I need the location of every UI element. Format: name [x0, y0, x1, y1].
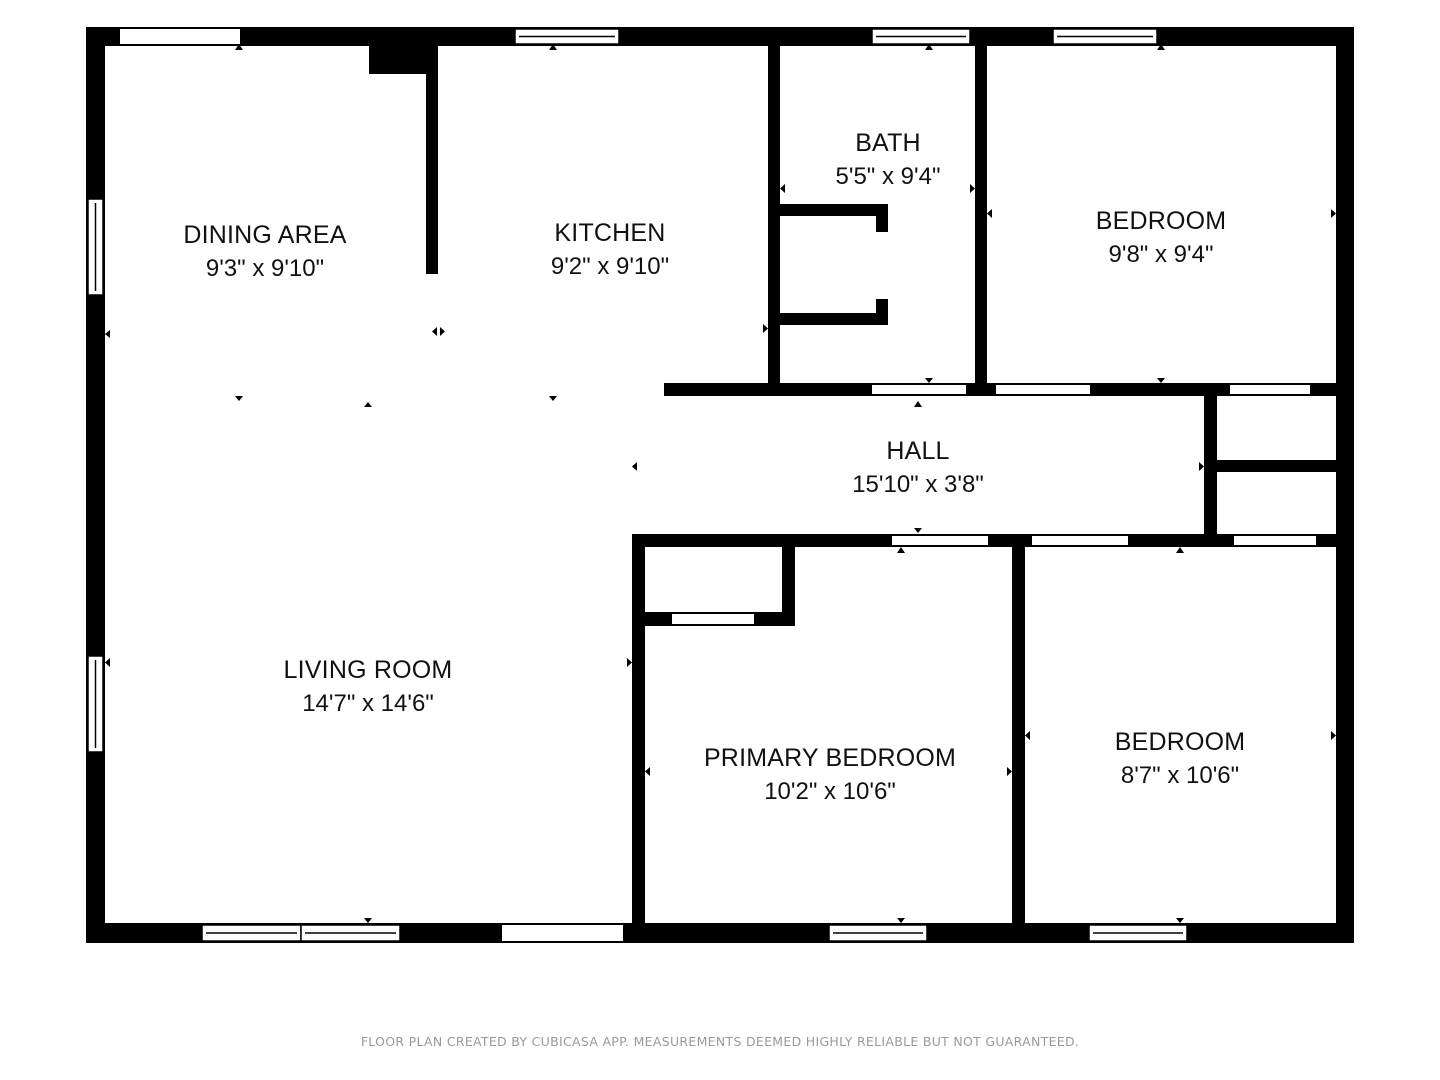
window [871, 28, 971, 45]
primary-closet-wall-vertical [782, 534, 795, 626]
kitchen-label: KITCHEN 9'2" x 9'10" [551, 219, 669, 280]
marker [1157, 44, 1165, 50]
bath-fixture-upper [780, 204, 888, 216]
bedroom-1-label: BEDROOM 9'8" x 9'4" [1096, 207, 1227, 268]
marker [1331, 731, 1336, 740]
exterior-wall-top [86, 27, 1354, 46]
room-name: PRIMARY BEDROOM [704, 744, 956, 772]
window [300, 924, 401, 942]
marker [235, 396, 243, 401]
room-name: HALL [886, 437, 949, 465]
closet-wall-horizontal [1204, 460, 1336, 472]
disclaimer-footer: FLOOR PLAN CREATED BY CUBICASA APP. MEAS… [360, 1034, 1080, 1049]
marker [1331, 209, 1336, 218]
marker [925, 44, 933, 50]
marker [914, 528, 922, 533]
marker [235, 44, 243, 50]
marker [1007, 767, 1012, 776]
marker [632, 462, 637, 471]
room-labels: DINING AREA 9'3" x 9'10" KITCHEN 9'2" x … [183, 129, 1245, 805]
room-name: BATH [855, 129, 921, 157]
window [1088, 924, 1188, 942]
marker [1025, 731, 1030, 740]
bath-fixture-lower-stub [876, 299, 888, 325]
marker [440, 327, 445, 336]
exterior-wall-bottom [86, 923, 1354, 943]
marker [105, 658, 110, 667]
living-primary-wall [632, 534, 645, 943]
bath-fixture-lower [780, 313, 888, 325]
door-opening [1032, 536, 1128, 545]
room-name: BEDROOM [1096, 207, 1227, 235]
bath-bedroom-wall [975, 44, 987, 396]
bath-fixture-upper-stub [876, 204, 888, 232]
marker [105, 330, 110, 338]
dining-kitchen-wall [426, 44, 438, 274]
door-openings [120, 29, 1316, 941]
marker [549, 396, 557, 401]
door-opening [1230, 385, 1310, 394]
primary-bedroom-label: PRIMARY BEDROOM 10'2" x 10'6" [704, 744, 956, 805]
door-opening [892, 536, 988, 545]
room-size: 14'7" x 14'6" [302, 690, 434, 717]
room-name: BEDROOM [1115, 728, 1246, 756]
marker [432, 327, 437, 336]
window [514, 28, 620, 45]
marker [970, 184, 975, 193]
door-opening [502, 925, 623, 941]
dining-area-label: DINING AREA 9'3" x 9'10" [183, 221, 346, 282]
exterior-wall-right [1336, 27, 1354, 943]
bedroom-2-label: BEDROOM 8'7" x 10'6" [1115, 728, 1246, 789]
marker [1176, 918, 1184, 923]
room-size: 8'7" x 10'6" [1121, 762, 1239, 789]
walls [86, 27, 1354, 943]
primary-bedroom-wall [1012, 534, 1025, 943]
window [1052, 28, 1158, 45]
marker [987, 209, 992, 218]
windows [87, 28, 1188, 942]
room-name: LIVING ROOM [284, 656, 453, 684]
marker [364, 402, 372, 407]
marker [897, 547, 905, 553]
room-size: 9'8" x 9'4" [1109, 241, 1214, 268]
window [87, 655, 104, 753]
kitchen-bath-wall [768, 44, 780, 396]
window [201, 924, 302, 942]
room-name: DINING AREA [183, 221, 346, 249]
marker [549, 44, 557, 50]
room-size: 9'3" x 9'10" [206, 255, 324, 282]
hall-label: HALL 15'10" x 3'8" [852, 437, 984, 498]
living-room-label: LIVING ROOM 14'7" x 14'6" [284, 656, 453, 717]
marker [364, 918, 372, 923]
window [828, 924, 928, 942]
door-opening [996, 385, 1090, 394]
room-size: 5'5" x 9'4" [836, 163, 941, 190]
room-size: 10'2" x 10'6" [764, 778, 896, 805]
marker [897, 918, 905, 923]
dimension-markers [105, 44, 1336, 923]
column [369, 44, 438, 74]
door-opening [1234, 536, 1316, 545]
exterior-wall-left [86, 27, 105, 943]
door-opening [120, 29, 240, 44]
marker [763, 324, 768, 333]
window [87, 198, 104, 296]
room-size: 9'2" x 9'10" [551, 253, 669, 280]
door-opening [672, 614, 754, 624]
marker [1157, 378, 1165, 383]
marker [780, 184, 785, 193]
marker [1176, 547, 1184, 553]
marker [914, 401, 922, 407]
door-opening [872, 385, 966, 394]
bath-label: BATH 5'5" x 9'4" [836, 129, 941, 190]
marker [627, 658, 632, 667]
room-size: 15'10" x 3'8" [852, 471, 984, 498]
marker [645, 767, 650, 776]
room-name: KITCHEN [554, 219, 665, 247]
marker [1199, 462, 1204, 471]
marker [925, 378, 933, 383]
